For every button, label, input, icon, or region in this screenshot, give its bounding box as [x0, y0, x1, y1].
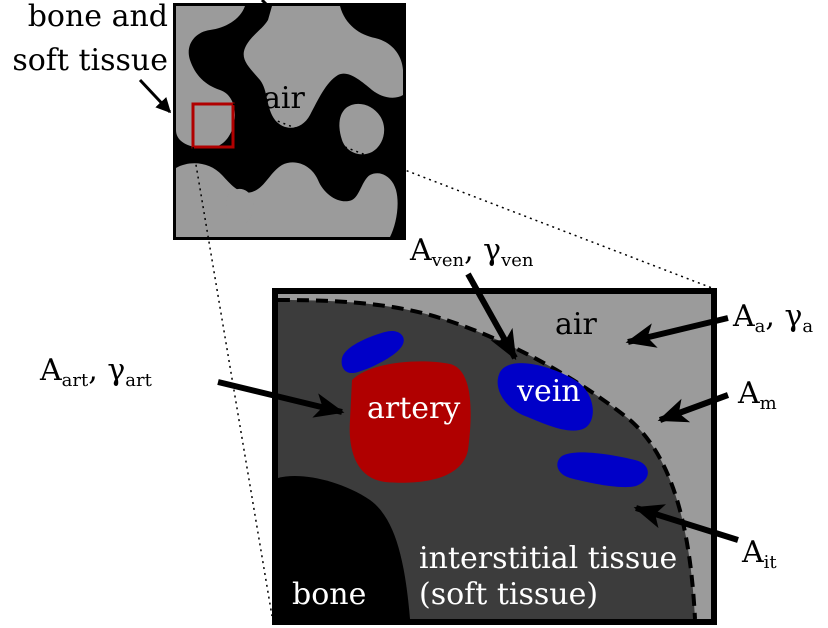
a-ven-label: Aven, γven [409, 233, 534, 271]
overview-panel: air [173, 3, 406, 240]
bone-label: bone [292, 577, 366, 612]
bone-soft-tissue-label-line2: soft tissue [12, 43, 168, 78]
interstitial-tissue-label-line1: interstitial tissue [419, 541, 677, 576]
a-art-label: Aart, γart [39, 353, 153, 391]
a-a-label: Aa, γa [732, 299, 813, 337]
zoom-air-label: air [555, 307, 597, 342]
interstitial-tissue-label-line2: (soft tissue) [419, 577, 598, 612]
overview-air-label: air [263, 81, 305, 116]
bone-soft-tissue-label-line1: bone and [28, 0, 168, 34]
a-m-label: Am [737, 376, 777, 414]
artery-label: artery [367, 391, 460, 426]
a-it-label: Ait [741, 535, 777, 573]
vein-label: vein [516, 374, 581, 409]
bone-soft-tissue-arrow [140, 80, 170, 112]
